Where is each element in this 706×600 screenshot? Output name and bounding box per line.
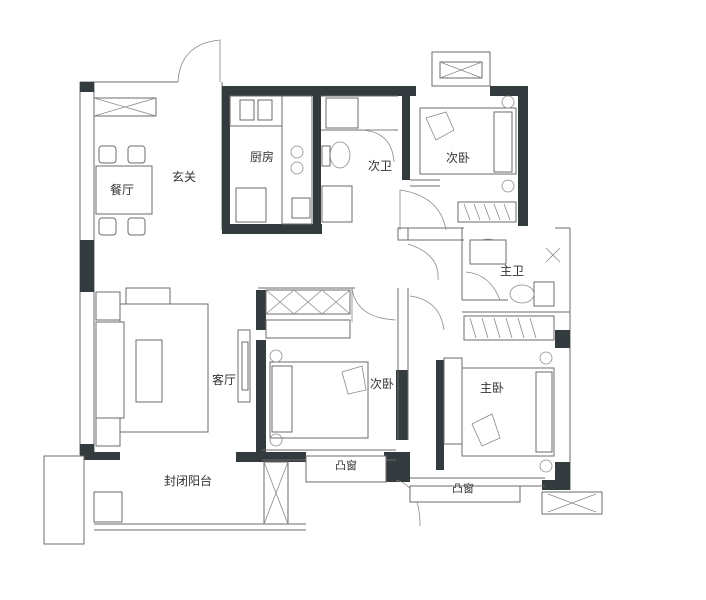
label-balcony: 封闭阳台 (164, 473, 212, 488)
balcony-area (43, 455, 603, 545)
living-furniture (95, 287, 251, 447)
bedroom-top-furniture (419, 51, 517, 223)
bedroom-middle-furniture (265, 289, 369, 447)
label-kitchen: 厨房 (250, 149, 274, 164)
label-living: 客厅 (212, 372, 236, 387)
label-bedroom-middle: 次卧 (370, 377, 394, 391)
label-bedroom-top: 次卧 (446, 151, 470, 165)
kitchen-fixtures (229, 95, 313, 225)
label-bay-window-left: 凸窗 (335, 458, 357, 472)
label-dining: 餐厅 (110, 182, 134, 197)
bathroom-secondary-fixtures (321, 97, 359, 223)
label-foyer: 玄关 (172, 169, 196, 184)
label-bay-window-right: 凸窗 (452, 481, 474, 495)
bathroom-master-fixtures (469, 238, 561, 307)
dining-area (93, 97, 157, 236)
walls (80, 82, 570, 490)
label-bathroom-master: 主卫 (500, 264, 524, 278)
label-master-bedroom: 主卧 (480, 381, 504, 395)
master-bedroom-furniture (443, 315, 555, 473)
room-labels: 餐厅 玄关 厨房 次卫 次卧 主卫 客厅 次卧 主卧 封闭阳台 凸窗 凸窗 (110, 149, 524, 495)
label-bathroom-secondary: 次卫 (368, 159, 392, 173)
